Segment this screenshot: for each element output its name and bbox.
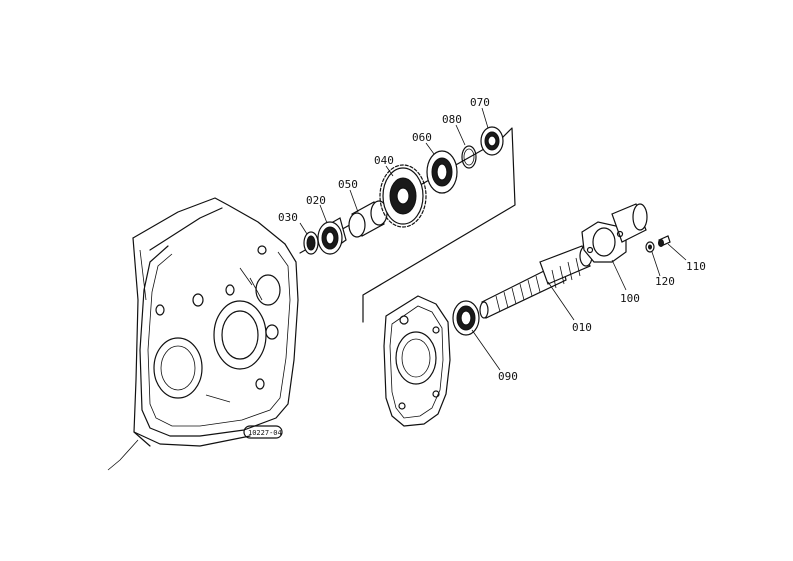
- label-030: 030: [278, 211, 298, 224]
- part-020-bearing: [317, 217, 347, 255]
- part-labels: 030 020 050 040 060 080 070 090 010 100 …: [278, 96, 706, 383]
- transmission-case: [107, 197, 299, 471]
- part-060-bearing: [426, 150, 458, 194]
- label-070: 070: [470, 96, 490, 109]
- label-010: 010: [572, 321, 592, 334]
- diagram-code-badge: 10227-04: [243, 425, 283, 439]
- part-050-collar: [348, 200, 388, 238]
- part-040-gear: [379, 164, 427, 228]
- label-040: 040: [374, 154, 394, 167]
- part-070-bearing: [480, 126, 504, 156]
- part-100-bearing-housing: [581, 203, 648, 263]
- label-080: 080: [442, 113, 462, 126]
- part-120-washer: [645, 241, 655, 253]
- label-100: 100: [620, 292, 640, 305]
- part-010-shaft: [479, 245, 593, 319]
- part-110-bolt: [658, 235, 671, 247]
- label-090: 090: [498, 370, 518, 383]
- part-030-nut: [303, 231, 319, 255]
- label-120: 120: [655, 275, 675, 288]
- part-080-snap-ring: [461, 145, 477, 169]
- label-050: 050: [338, 178, 358, 191]
- leader-lines: [299, 107, 687, 371]
- part-090-oil-seal: [452, 300, 480, 336]
- label-060: 060: [412, 131, 432, 144]
- label-020: 020: [306, 194, 326, 207]
- upper-assembly: [299, 126, 516, 323]
- diagram-code-text: 10227-04: [248, 429, 282, 437]
- cover-plate: [383, 295, 451, 427]
- label-110: 110: [686, 260, 706, 273]
